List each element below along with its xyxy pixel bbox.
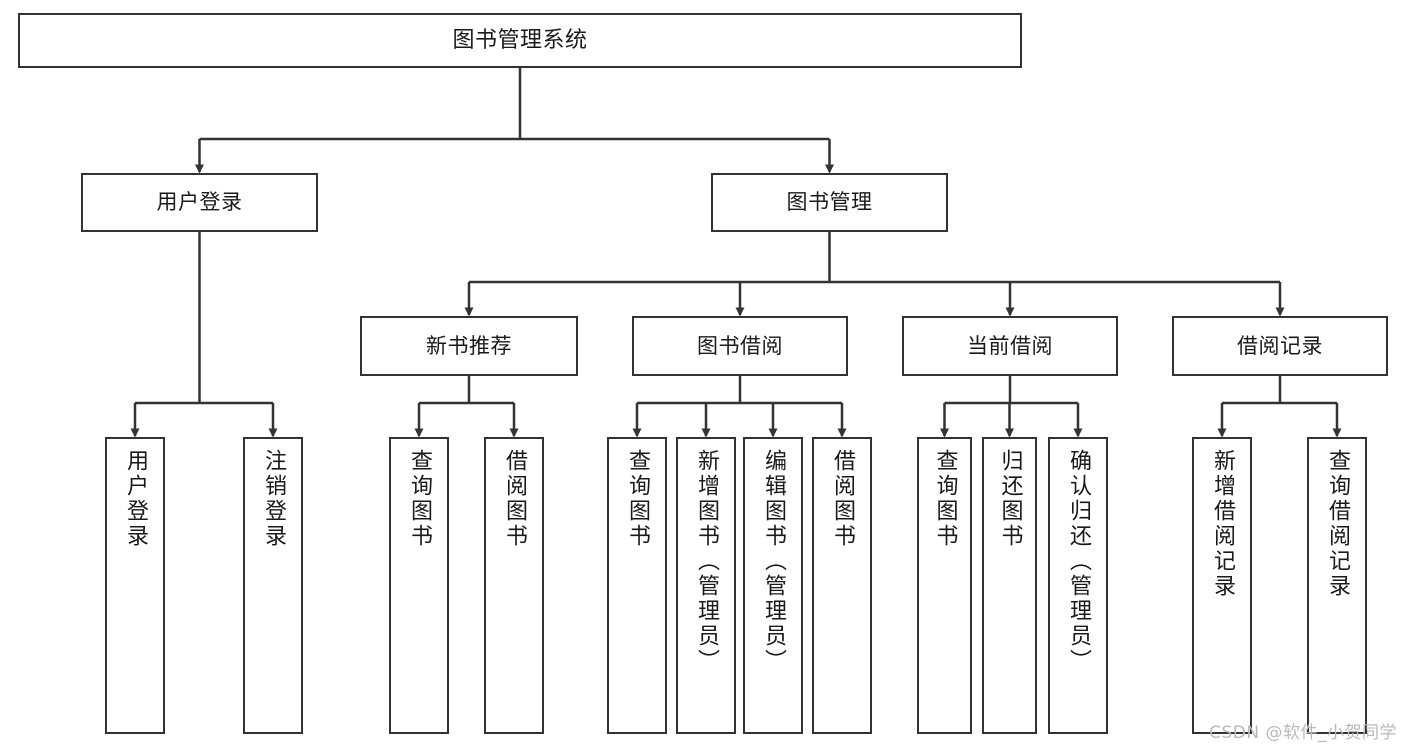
node-label: 新书推荐 <box>426 333 512 358</box>
node-l2-login[interactable]: 用户登录 <box>81 173 318 232</box>
node-label: 注销登录 <box>261 449 286 549</box>
node-label: 用户登录 <box>123 449 148 549</box>
node-l3-newbook[interactable]: 新书推荐 <box>360 316 578 376</box>
node-label: 借阅图书 <box>830 449 855 549</box>
node-l3-current[interactable]: 当前借阅 <box>902 316 1118 376</box>
node-leaf-7[interactable]: 编辑图书（管理员） <box>743 437 803 734</box>
node-label: 查询图书 <box>407 449 432 549</box>
node-label: 确认归还（管理员） <box>1066 449 1091 674</box>
node-label: 图书借阅 <box>697 333 783 358</box>
node-label: 用户登录 <box>156 190 243 215</box>
node-leaf-5[interactable]: 查询图书 <box>607 437 667 734</box>
node-label: 新增图书（管理员） <box>694 449 719 674</box>
node-l3-borrow[interactable]: 图书借阅 <box>632 316 848 376</box>
csdn-watermark: CSDN @软件_小贺同学 <box>1209 723 1397 743</box>
node-leaf-9[interactable]: 查询图书 <box>917 437 972 734</box>
node-label: 借阅图书 <box>502 449 527 549</box>
node-label: 查询图书 <box>625 449 650 549</box>
node-label: 图书管理 <box>786 190 873 215</box>
node-leaf-6[interactable]: 新增图书（管理员） <box>676 437 736 734</box>
node-label: 当前借阅 <box>967 333 1053 358</box>
node-leaf-4[interactable]: 借阅图书 <box>484 437 544 734</box>
node-leaf-13[interactable]: 查询借阅记录 <box>1307 437 1367 734</box>
node-label: 查询借阅记录 <box>1325 449 1350 599</box>
node-leaf-3[interactable]: 查询图书 <box>389 437 449 734</box>
node-leaf-11[interactable]: 确认归还（管理员） <box>1048 437 1108 734</box>
node-leaf-2[interactable]: 注销登录 <box>243 437 303 734</box>
node-l3-records[interactable]: 借阅记录 <box>1172 316 1388 376</box>
node-root[interactable]: 图书管理系统 <box>18 13 1022 68</box>
node-label: 编辑图书（管理员） <box>761 449 786 674</box>
node-label: 归还图书 <box>997 449 1023 549</box>
node-label: 新增借阅记录 <box>1210 449 1235 599</box>
node-leaf-8[interactable]: 借阅图书 <box>812 437 872 734</box>
node-leaf-10[interactable]: 归还图书 <box>982 437 1037 734</box>
node-leaf-1[interactable]: 用户登录 <box>105 437 165 734</box>
node-label: 图书管理系统 <box>452 27 588 53</box>
node-label: 借阅记录 <box>1237 333 1323 358</box>
node-leaf-12[interactable]: 新增借阅记录 <box>1192 437 1252 734</box>
node-l2-books[interactable]: 图书管理 <box>711 173 948 232</box>
node-label: 查询图书 <box>932 449 958 549</box>
